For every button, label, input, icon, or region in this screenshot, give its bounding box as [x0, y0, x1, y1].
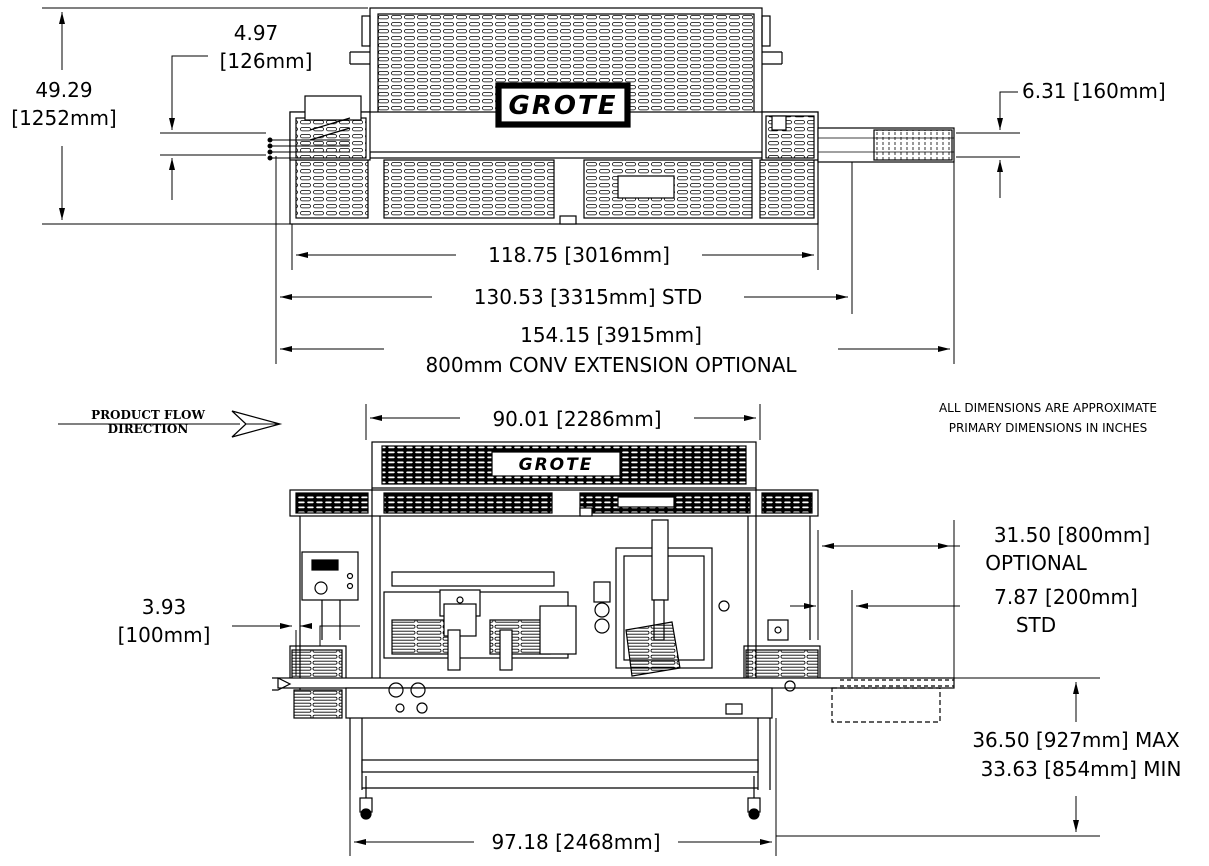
flow-label-2: DIRECTION [108, 422, 189, 436]
dim-left-mm: [100mm] [118, 623, 211, 647]
dim-height-mm: [1252mm] [11, 106, 116, 130]
dim-extension-label: 800mm CONV EXTENSION OPTIONAL [425, 353, 797, 377]
dim-inlet-mm: [126mm] [220, 49, 313, 73]
forming-mechanism [383, 571, 577, 671]
dim-outlet: 6.31 [160mm] [1022, 79, 1166, 103]
top-view [267, 7, 955, 225]
slicer-mechanism [593, 519, 730, 677]
inlet-box [304, 95, 362, 121]
dim-std-2: STD [1016, 613, 1056, 637]
control-panel [301, 551, 359, 640]
body-grille-4 [759, 159, 815, 219]
cable-bundle [267, 137, 350, 161]
front-conveyor [277, 677, 955, 689]
note-approximate: ALL DIMENSIONS ARE APPROXIMATE [939, 401, 1157, 415]
front-logo: GROTE [519, 455, 594, 475]
body-window [617, 175, 675, 199]
dim-height-min: 33.63 [854mm] MIN [981, 757, 1182, 781]
front-view [272, 441, 955, 820]
caster-left [359, 776, 373, 820]
body-grille-2 [383, 159, 555, 219]
dim-width-130: 130.53 [3315mm] STD [474, 285, 702, 309]
body-grille-3 [583, 159, 753, 219]
flow-label-1: PRODUCT FLOW [91, 408, 205, 422]
flow-arrow-icon [58, 410, 283, 438]
dim-top-width: 90.01 [2286mm] [492, 407, 661, 431]
dim-std-1: 7.87 [200mm] [994, 585, 1138, 609]
dim-width-118: 118.75 [3016mm] [488, 243, 670, 267]
top-logo: GROTE [509, 91, 618, 121]
base-frame [345, 687, 773, 719]
note-units: PRIMARY DIMENSIONS IN INCHES [949, 421, 1148, 435]
caster-right [747, 776, 761, 820]
dim-optional-1: 31.50 [800mm] [994, 523, 1150, 547]
hood-hinge-left [361, 15, 371, 47]
body-grille-1 [295, 159, 369, 219]
front-logo-plate [491, 451, 621, 477]
hood-hinge-right [761, 15, 771, 47]
dim-height-max: 36.50 [927mm] MAX [972, 728, 1180, 752]
dim-width-154: 154.15 [3915mm] [520, 323, 702, 347]
front-dimensions [232, 404, 1100, 856]
dim-left-in: 3.93 [142, 595, 187, 619]
top-dimensions [42, 7, 1020, 364]
top-logo-plate [495, 82, 631, 128]
dim-height-in: 49.29 [35, 78, 92, 102]
dim-optional-2: OPTIONAL [985, 551, 1087, 575]
dim-inlet-in: 4.97 [234, 21, 279, 45]
dim-base-width: 97.18 [2468mm] [491, 830, 660, 854]
